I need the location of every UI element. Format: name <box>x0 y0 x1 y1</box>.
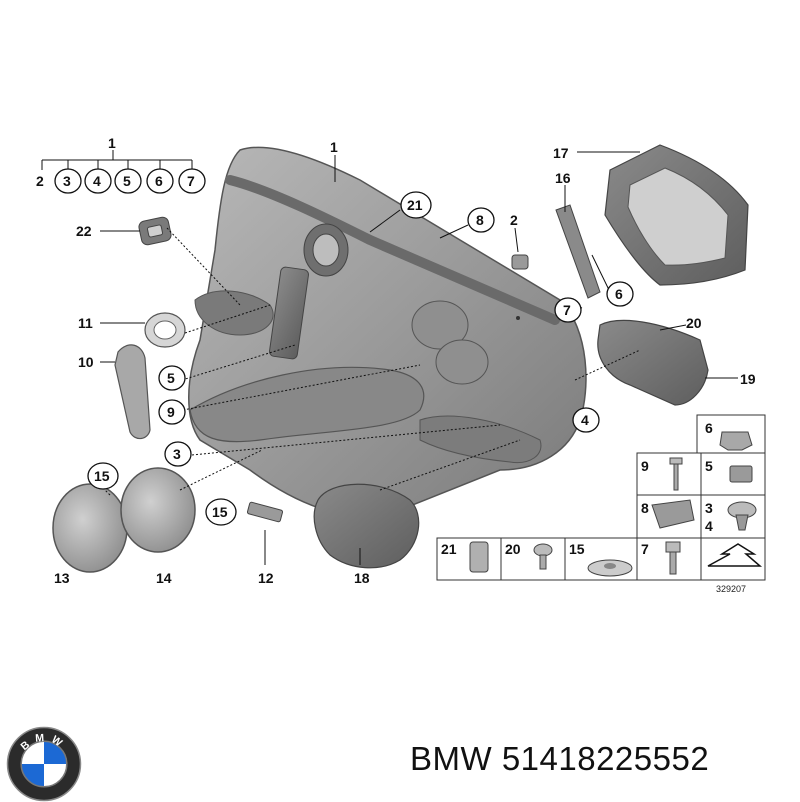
part-number-caption: BMW 51418225552 <box>410 740 710 777</box>
callout-20: 20 <box>686 315 702 331</box>
legend-label-6: 6 <box>705 420 713 436</box>
callout-9: 9 <box>167 404 175 420</box>
legend-label-4: 4 <box>705 518 713 534</box>
arm-pad <box>313 483 420 569</box>
row-label-4: 4 <box>93 173 101 189</box>
row-label-5: 5 <box>123 173 131 189</box>
callout-6: 6 <box>615 286 623 302</box>
row-label-3: 3 <box>63 173 71 189</box>
callout-19: 19 <box>740 371 756 387</box>
callout-1-panel: 1 <box>330 139 338 155</box>
row-label-6: 6 <box>155 173 163 189</box>
legend-label-9: 9 <box>641 458 649 474</box>
callout-2: 2 <box>510 212 518 228</box>
row-label-7: 7 <box>187 173 195 189</box>
callout-21: 21 <box>407 197 423 213</box>
row-label-2: 2 <box>36 173 44 189</box>
callout-3: 3 <box>173 446 181 462</box>
trim-strip <box>555 204 601 299</box>
callout-1-top: 1 <box>108 135 116 151</box>
part-group-row: 2 3 4 5 6 7 <box>36 168 206 194</box>
drawing-number: 329207 <box>716 584 746 594</box>
legend-label-20: 20 <box>505 541 521 557</box>
cover-clip <box>246 501 284 523</box>
callout-8: 8 <box>476 212 484 228</box>
callout-15-left: 15 <box>94 468 110 484</box>
callout-10: 10 <box>78 354 94 370</box>
door-trim-panel <box>188 146 587 518</box>
callout-14: 14 <box>156 570 172 586</box>
speaker-cover-13 <box>52 483 128 573</box>
legend-label-21: 21 <box>441 541 457 557</box>
bmw-roundel-logo: BMW <box>6 726 82 802</box>
callout-12: 12 <box>258 570 274 586</box>
legend-label-8: 8 <box>641 500 649 516</box>
callout-17: 17 <box>553 145 569 161</box>
legend-label-15: 15 <box>569 541 585 557</box>
speaker-cover-14 <box>120 467 196 553</box>
legend-label-7: 7 <box>641 541 649 557</box>
fastener-legend-grid: 6 9 5 8 3 4 21 20 15 7 329207 <box>436 414 766 594</box>
callout-7: 7 <box>563 302 571 318</box>
legend-label-5: 5 <box>705 458 713 474</box>
grab-handle <box>114 344 151 440</box>
callout-15-right: 15 <box>212 504 228 520</box>
callout-16: 16 <box>555 170 571 186</box>
leader-lines <box>41 150 738 565</box>
switch-module <box>597 319 709 406</box>
callout-13: 13 <box>54 570 70 586</box>
callout-4: 4 <box>581 412 589 428</box>
direction-arrow-icon <box>707 543 763 567</box>
legend-label-3: 3 <box>705 500 713 516</box>
clip-part <box>511 254 529 270</box>
callout-22: 22 <box>76 223 92 239</box>
callout-11: 11 <box>78 315 93 331</box>
callout-5: 5 <box>167 370 175 386</box>
callout-18: 18 <box>354 570 370 586</box>
